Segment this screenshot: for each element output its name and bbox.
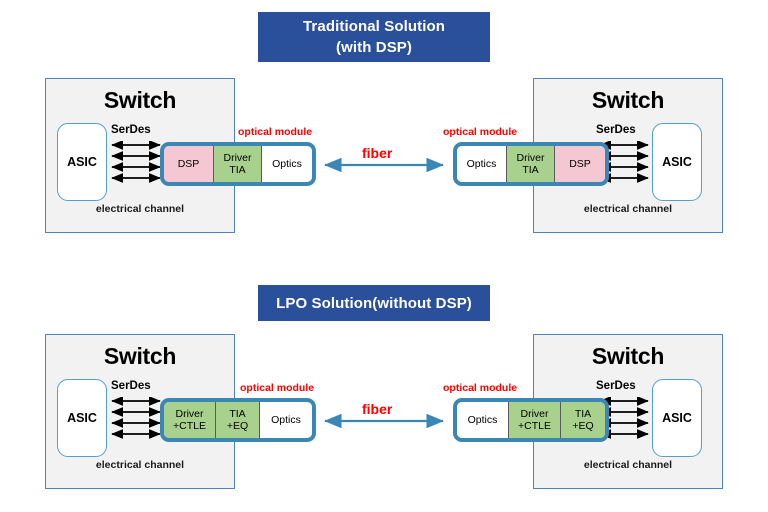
optical-module-left-lpo: Driver +CTLE TIA +EQ Optics: [160, 398, 316, 442]
asic-left-traditional: ASIC: [57, 123, 107, 201]
module-cell-driver-tia: Driver TIA: [214, 146, 262, 182]
lpo-solution-banner: LPO Solution(without DSP): [258, 285, 490, 321]
asic-left-lpo: ASIC: [57, 379, 107, 457]
banner-title-lpo: LPO Solution(without DSP): [276, 294, 472, 312]
module-cell-dsp: DSP: [555, 146, 605, 182]
optical-module-label-left-traditional: optical module: [238, 126, 313, 138]
fiber-arrow-lpo: [323, 414, 445, 428]
module-cell-optics: Optics: [260, 402, 312, 438]
serdes-arrows-left-lpo: [111, 397, 161, 439]
asic-right-traditional: ASIC: [652, 123, 702, 201]
module-cell-driver-ctle: Driver +CTLE: [509, 402, 561, 438]
fiber-label-traditional: fiber: [362, 145, 393, 161]
optical-module-label-left-lpo: optical module: [240, 382, 315, 394]
serdes-label-left-lpo: SerDes: [111, 380, 151, 392]
switch-title: Switch: [103, 87, 177, 113]
serdes-label-right-traditional: SerDes: [596, 124, 636, 136]
traditional-solution-banner: Traditional Solution (with DSP): [258, 12, 490, 62]
module-cell-optics: Optics: [457, 146, 507, 182]
switch-title: Switch: [591, 343, 665, 369]
serdes-label-left-traditional: SerDes: [111, 124, 151, 136]
module-cell-driver-tia: Driver TIA: [507, 146, 555, 182]
electrical-channel-label: electrical channel: [583, 459, 673, 471]
optical-module-label-right-lpo: optical module: [443, 382, 518, 394]
module-cell-optics: Optics: [262, 146, 312, 182]
optical-module-label-right-traditional: optical module: [443, 126, 518, 138]
module-cell-dsp: DSP: [164, 146, 214, 182]
module-cell-driver-ctle: Driver +CTLE: [164, 402, 216, 438]
switch-title: Switch: [103, 343, 177, 369]
serdes-label-right-lpo: SerDes: [596, 380, 636, 392]
switch-title: Switch: [591, 87, 665, 113]
asic-right-lpo: ASIC: [652, 379, 702, 457]
module-cell-optics: Optics: [457, 402, 509, 438]
traditional-solution-panel: Traditional Solution (with DSP) Switch e…: [45, 12, 723, 233]
module-cell-tia-eq: TIA +EQ: [216, 402, 260, 438]
serdes-arrows-left-traditional: [111, 141, 161, 183]
electrical-channel-label: electrical channel: [95, 203, 185, 215]
optical-module-right-lpo: Optics Driver +CTLE TIA +EQ: [453, 398, 609, 442]
banner-title-line2: (with DSP): [336, 39, 412, 56]
fiber-arrow-traditional: [323, 158, 445, 172]
electrical-channel-label: electrical channel: [583, 203, 673, 215]
fiber-label-lpo: fiber: [362, 401, 393, 417]
lpo-solution-panel: LPO Solution(without DSP) Switch electri…: [0, 256, 768, 512]
module-cell-tia-eq: TIA +EQ: [561, 402, 605, 438]
electrical-channel-label: electrical channel: [95, 459, 185, 471]
optical-module-right-traditional: Optics Driver TIA DSP: [453, 142, 609, 186]
banner-title-line1: Traditional Solution: [303, 18, 445, 35]
optical-module-left-traditional: DSP Driver TIA Optics: [160, 142, 316, 186]
